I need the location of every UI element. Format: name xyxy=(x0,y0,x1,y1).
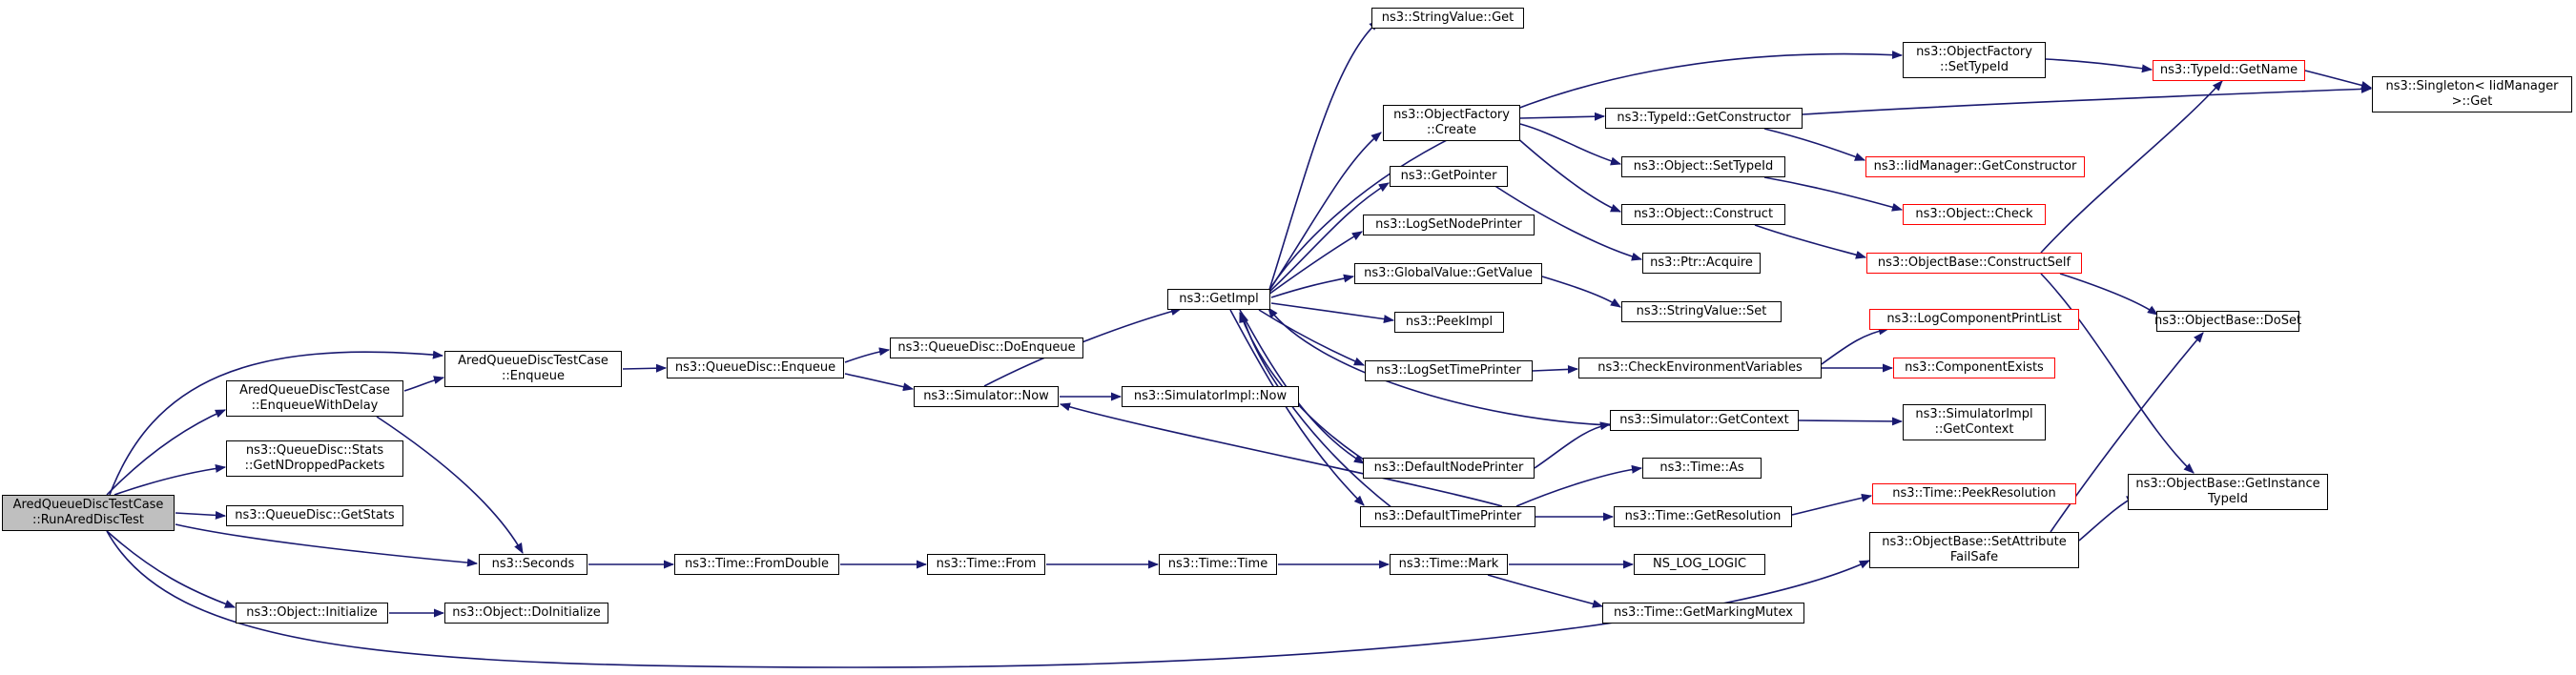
call-edge-9 xyxy=(376,416,524,554)
call-edge-8 xyxy=(403,376,445,392)
call-edge-41 xyxy=(1534,421,1612,469)
call-edge-36 xyxy=(1519,123,1622,166)
node-get-ndropped-packets[interactable]: ns3::QueueDisc::Stats ::GetNDroppedPacke… xyxy=(226,440,403,477)
call-edge-4 xyxy=(175,523,479,567)
node-time-fromdouble[interactable]: ns3::Time::FromDouble xyxy=(674,554,839,575)
node-object-construct[interactable]: ns3::Object::Construct xyxy=(1621,204,1785,225)
node-simulator-now[interactable]: ns3::Simulator::Now xyxy=(914,386,1059,407)
call-edge-39 xyxy=(1541,276,1621,308)
node-logcomponentprintlist[interactable]: ns3::LogComponentPrintList xyxy=(1869,309,2079,330)
node-time-getmarkingmutex[interactable]: ns3::Time::GetMarkingMutex xyxy=(1602,603,1804,624)
call-edge-23 xyxy=(1267,132,1382,293)
call-edge-30 xyxy=(1229,309,1365,506)
node-objectfactory-create[interactable]: ns3::ObjectFactory ::Create xyxy=(1383,105,1520,141)
call-edge-21 xyxy=(1059,402,1503,507)
call-edge-22 xyxy=(1267,20,1380,294)
call-edge-51 xyxy=(1798,417,1904,426)
node-objectfactory-settypeid[interactable]: ns3::ObjectFactory ::SetTypeId xyxy=(1903,42,2046,78)
node-simulatorimpl-getcontext[interactable]: ns3::SimulatorImpl ::GetContext xyxy=(1903,404,2046,440)
node-ared-enqueue-with-delay[interactable]: AredQueueDiscTestCase ::EnqueueWithDelay xyxy=(226,380,403,417)
node-objectbase-constructself[interactable]: ns3::ObjectBase::ConstructSelf xyxy=(1866,253,2082,274)
node-logsettimeprinter[interactable]: ns3::LogSetTimePrinter xyxy=(1365,360,1533,381)
node-checkenvironmentvariables[interactable]: ns3::CheckEnvironmentVariables xyxy=(1578,358,1822,378)
call-edge-24 xyxy=(1267,182,1390,294)
node-queuedisc-doenqueue[interactable]: ns3::QueueDisc::DoEnqueue xyxy=(890,338,1083,358)
call-edge-5 xyxy=(106,530,237,608)
call-edge-28 xyxy=(1258,309,1366,366)
node-objectbase-getinstancetypeid[interactable]: ns3::ObjectBase::GetInstance TypeId xyxy=(2128,474,2328,510)
call-edge-49 xyxy=(1821,326,1890,365)
call-edge-0 xyxy=(109,350,444,496)
call-edge-57 xyxy=(2050,332,2204,533)
node-time-peekresolution[interactable]: ns3::Time::PeekResolution xyxy=(1872,483,2076,504)
call-edge-31 xyxy=(1267,51,1904,292)
node-getpointer[interactable]: ns3::GetPointer xyxy=(1390,166,1508,187)
call-edge-46 xyxy=(1763,128,1866,161)
call-edge-33 xyxy=(1240,311,1393,509)
node-object-initialize[interactable]: ns3::Object::Initialize xyxy=(236,603,388,624)
node-defaultnodeprinter[interactable]: ns3::DefaultNodePrinter xyxy=(1363,458,1535,479)
node-object-check[interactable]: ns3::Object::Check xyxy=(1903,204,2046,225)
node-globalvalue-getvalue[interactable]: ns3::GlobalValue::GetValue xyxy=(1354,263,1542,284)
node-simulator-getcontext[interactable]: ns3::Simulator::GetContext xyxy=(1610,410,1799,431)
node-peekimpl[interactable]: ns3::PeekImpl xyxy=(1394,312,1504,333)
node-stringvalue-get[interactable]: ns3::StringValue::Get xyxy=(1371,8,1524,29)
node-ptr-acquire[interactable]: ns3::Ptr::Acquire xyxy=(1642,253,1761,274)
node-time-time[interactable]: ns3::Time::Time xyxy=(1159,554,1277,575)
call-edge-37 xyxy=(1506,128,1622,213)
call-edge-55 xyxy=(2059,273,2158,316)
node-singleton-iidmanager-get[interactable]: ns3::Singleton< IidManager >::Get xyxy=(2372,76,2572,112)
node-typeid-getname[interactable]: ns3::TypeId::GetName xyxy=(2153,60,2305,81)
node-defaulttimeprinter[interactable]: ns3::DefaultTimePrinter xyxy=(1360,506,1535,527)
call-edge-20 xyxy=(983,307,1183,387)
node-ared-enqueue[interactable]: AredQueueDiscTestCase ::Enqueue xyxy=(444,351,622,387)
node-run-ared-disc-test: AredQueueDiscTestCase ::RunAredDiscTest xyxy=(2,495,175,531)
call-edge-53 xyxy=(2040,80,2223,254)
call-edge-26 xyxy=(1270,274,1355,298)
call-edge-1 xyxy=(106,409,227,496)
call-edge-10 xyxy=(622,363,668,373)
call-edge-47 xyxy=(1763,176,1904,212)
node-objectbase-doset[interactable]: ns3::ObjectBase::DoSet xyxy=(2154,311,2301,332)
call-edge-2 xyxy=(113,463,227,496)
node-componentexists[interactable]: ns3::ComponentExists xyxy=(1893,358,2055,378)
call-edge-38 xyxy=(1487,180,1643,261)
call-edge-44 xyxy=(2045,58,2154,73)
call-edge-54 xyxy=(2304,70,2373,90)
node-logsetnodeprinter[interactable]: ns3::LogSetNodePrinter xyxy=(1363,215,1535,235)
call-edge-42 xyxy=(1515,464,1643,507)
node-time-mark[interactable]: ns3::Time::Mark xyxy=(1390,554,1508,575)
call-edge-48 xyxy=(1754,224,1867,259)
node-time-as[interactable]: ns3::Time::As xyxy=(1642,458,1762,479)
call-edge-18 xyxy=(844,373,915,392)
node-typeid-getconstructor[interactable]: ns3::TypeId::GetConstructor xyxy=(1605,108,1803,129)
call-edge-52 xyxy=(1791,493,1873,516)
node-object-doinitialize[interactable]: ns3::Object::DoInitialize xyxy=(444,603,608,624)
call-edge-56 xyxy=(2040,273,2195,474)
node-getimpl[interactable]: ns3::GetImpl xyxy=(1167,289,1270,310)
node-seconds[interactable]: ns3::Seconds xyxy=(479,554,587,575)
call-edge-17 xyxy=(844,347,891,363)
node-simulatorimpl-now[interactable]: ns3::SimulatorImpl::Now xyxy=(1122,386,1299,407)
call-edge-34 xyxy=(1267,307,1611,426)
node-iidmanager-getconstructor[interactable]: ns3::IidManager::GetConstructor xyxy=(1865,156,2085,177)
call-edge-40 xyxy=(1532,364,1579,374)
call-edge-25 xyxy=(1267,231,1363,296)
call-edge-3 xyxy=(175,510,227,520)
node-queuedisc-enqueue[interactable]: ns3::QueueDisc::Enqueue xyxy=(667,358,844,378)
call-edge-6 xyxy=(106,530,1871,668)
node-time-getresolution[interactable]: ns3::Time::GetResolution xyxy=(1614,506,1792,527)
node-objectbase-setattributefailsafe[interactable]: ns3::ObjectBase::SetAttribute FailSafe xyxy=(1869,532,2079,568)
call-edge-35 xyxy=(1519,112,1606,121)
call-edge-16 xyxy=(1487,574,1604,608)
call-edge-45 xyxy=(1802,84,2373,115)
node-stringvalue-set[interactable]: ns3::StringValue::Set xyxy=(1621,301,1782,322)
call-edge-27 xyxy=(1270,302,1395,323)
node-time-from[interactable]: ns3::Time::From xyxy=(927,554,1045,575)
node-ns-log-logic[interactable]: NS_LOG_LOGIC xyxy=(1634,554,1765,575)
node-queuedisc-getstats[interactable]: ns3::QueueDisc::GetStats xyxy=(226,505,403,526)
node-object-settypeid[interactable]: ns3::Object::SetTypeId xyxy=(1621,156,1785,177)
